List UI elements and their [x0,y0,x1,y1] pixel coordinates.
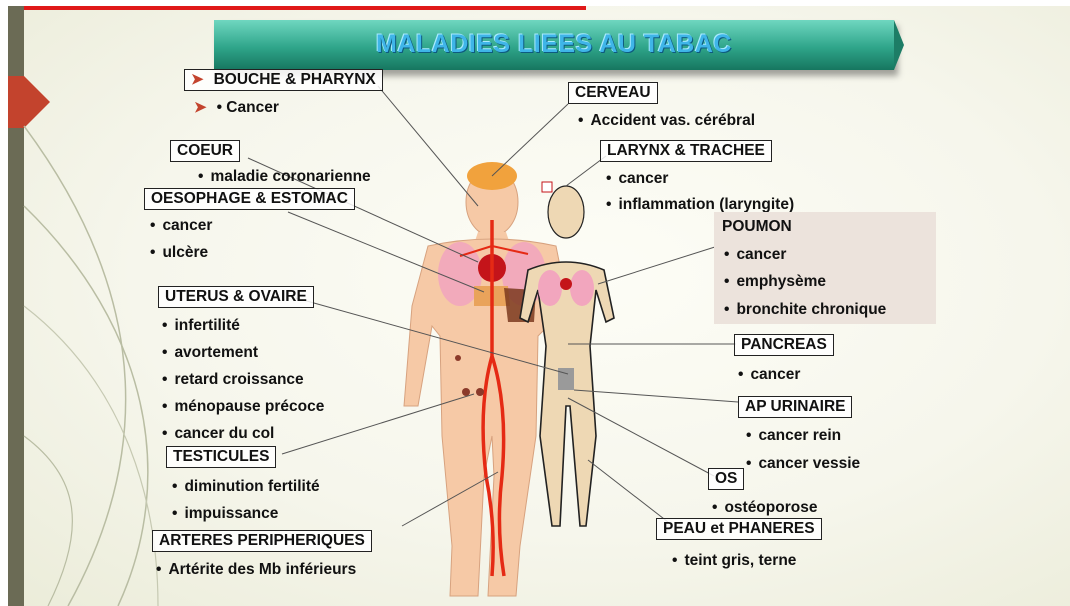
bouche-item-text: • Cancer [217,99,279,116]
testicules-item-1: diminution fertilité [172,478,320,496]
bouche-item: ➤ • Cancer [194,99,279,117]
uterus-item-2: avortement [162,344,258,362]
uterus-item-1: infertilité [162,317,240,335]
coeur-label: COEUR [170,140,240,162]
oesophage-item-1: cancer [150,217,212,235]
testicules-label: TESTICULES [166,446,276,468]
bouche-pharynx-text: BOUCHE & PHARYNX [214,71,376,88]
larynx-item-1: cancer [606,170,668,188]
larynx-trachee-label: LARYNX & TRACHEE [600,140,772,162]
os-item: ostéoporose [712,499,817,517]
poumon-item-3: bronchite chronique [724,301,886,319]
peau-item: teint gris, terne [672,552,796,570]
oesophage-item-2: ulcère [150,244,208,262]
pancreas-item: cancer [738,366,800,384]
testicules-item-2: impuissance [172,505,278,523]
coeur-item: maladie coronarienne [198,168,371,186]
peau-phaneres-label: PEAU et PHANERES [656,518,822,540]
red-arrow-bullet-icon: ➤ [194,99,207,116]
slide: MALADIES LIEES AU TABAC [8,6,1070,606]
uterus-item-3: retard croissance [162,371,304,389]
bouche-pharynx-label: ➤ BOUCHE & PHARYNX [184,69,383,91]
os-label: OS [708,468,744,490]
uterus-item-5: cancer du col [162,425,274,443]
pancreas-label: PANCREAS [734,334,834,356]
arteres-item: Artérite des Mb inférieurs [156,561,356,579]
red-arrow-bullet-icon: ➤ [191,71,204,88]
cerveau-item: Accident vas. cérébral [578,112,755,130]
arteres-peripheriques-label: ARTERES PERIPHERIQUES [152,530,372,552]
ap-urinaire-label: AP URINAIRE [738,396,852,418]
poumon-item-2: emphysème [724,273,826,291]
poumon-item-1: cancer [724,246,786,264]
poumon-label: POUMON [722,218,792,236]
ap-urinaire-item-1: cancer rein [746,427,841,445]
ap-urinaire-item-2: cancer vessie [746,455,860,473]
uterus-item-4: ménopause précoce [162,398,324,416]
cerveau-label: CERVEAU [568,82,658,104]
oesophage-estomac-label: OESOPHAGE & ESTOMAC [144,188,355,210]
uterus-ovaire-label: UTERUS & OVAIRE [158,286,314,308]
